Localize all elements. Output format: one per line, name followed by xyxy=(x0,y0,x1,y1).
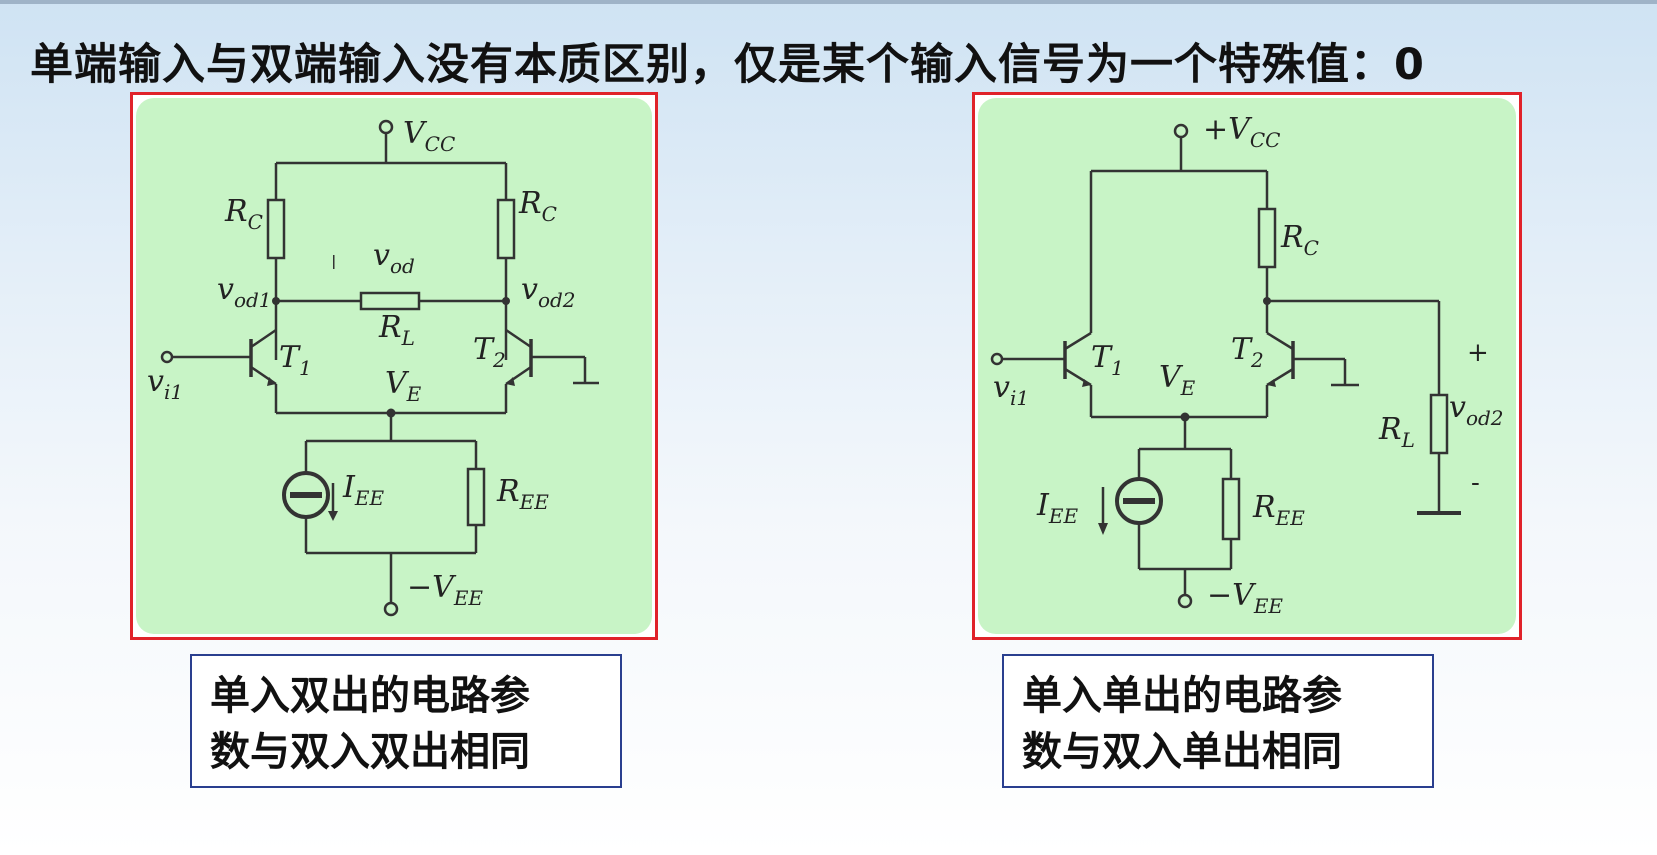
t1-label: T1 xyxy=(1091,340,1124,380)
vod-label: vod xyxy=(373,238,415,278)
right-circuit-background xyxy=(978,98,1516,634)
left-circuit-diagram: VCC RC RC vod vod1 vod2 RL T1 T2 vi1 VE … xyxy=(147,116,599,617)
right-caption: 单入单出的电路参 数与双入单出相同 xyxy=(1002,654,1434,788)
rl-resistor xyxy=(1429,393,1449,455)
rc-left-label: RC xyxy=(224,194,263,234)
rc-right-label: RC xyxy=(518,186,557,226)
vcc-label: VCC xyxy=(403,116,455,156)
ree-resistor xyxy=(1221,477,1241,541)
rc-right-resistor xyxy=(496,198,516,260)
vod2-label: vod2 xyxy=(1449,390,1504,430)
iee-label: IEE xyxy=(1036,488,1078,528)
ree-label: REE xyxy=(1252,490,1305,530)
rc-left-resistor xyxy=(266,198,286,260)
minus-label: - xyxy=(1471,468,1480,498)
right-circuit-panel: +VCC RC T1 T2 VE vi1 + - RL vod2 IEE REE… xyxy=(972,92,1522,640)
ree-resistor xyxy=(466,467,486,527)
ve-label: VE xyxy=(385,366,422,406)
t1-label: T1 xyxy=(279,340,312,380)
vi1-terminal xyxy=(160,350,174,364)
ve-label: VE xyxy=(1159,360,1196,400)
left-circuit-panel: VCC RC RC vod vod1 vod2 RL T1 T2 vi1 VE … xyxy=(130,92,658,640)
vi1-label: vi1 xyxy=(147,364,183,404)
vi1-label: vi1 xyxy=(993,370,1029,410)
rl-label: RL xyxy=(1378,412,1415,452)
rc-resistor xyxy=(1257,207,1277,269)
iee-label: IEE xyxy=(342,470,384,510)
vcc-label: +VCC xyxy=(1203,112,1280,152)
left-caption: 单入双出的电路参 数与双入双出相同 xyxy=(190,654,622,788)
vod2-label: vod2 xyxy=(521,272,576,312)
vi1-terminal xyxy=(990,352,1004,366)
vod1-label: vod1 xyxy=(217,272,272,312)
rl-resistor xyxy=(359,291,421,311)
vee-terminal xyxy=(383,601,399,617)
ree-label: REE xyxy=(496,474,549,514)
vcc-terminal xyxy=(1173,123,1189,139)
t2-label: T2 xyxy=(473,332,506,372)
vcc-terminal xyxy=(378,119,394,135)
vee-terminal xyxy=(1177,593,1193,609)
slide-title: 单端输入与双端输入没有本质区别，仅是某个输入信号为一个特殊值：0 xyxy=(30,40,1425,90)
right-circuit-diagram: +VCC RC T1 T2 VE vi1 + - RL vod2 IEE REE… xyxy=(990,112,1504,618)
vee-label: −VEE xyxy=(407,570,483,610)
top-accent-bar xyxy=(0,0,1657,4)
left-circuit-background xyxy=(136,98,652,634)
vee-label: −VEE xyxy=(1207,578,1283,618)
t2-label: T2 xyxy=(1231,332,1264,372)
rl-label: RL xyxy=(378,310,415,350)
rc-label: RC xyxy=(1280,220,1319,260)
plus-label: + xyxy=(1467,338,1489,368)
